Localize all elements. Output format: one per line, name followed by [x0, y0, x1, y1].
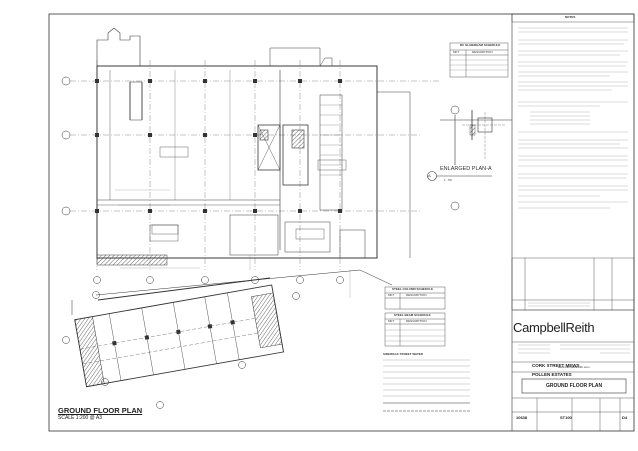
drawing-title: GROUND FLOOR PLAN	[546, 383, 603, 389]
revision: D4	[622, 415, 628, 420]
sheet-border	[48, 13, 635, 432]
steel-beam-col-mark: MKT	[388, 319, 395, 323]
enlarged-plan-marker-label: A	[428, 173, 431, 178]
steel-column-schedule-table	[384, 286, 446, 310]
enlarged-plan-detail	[440, 110, 512, 165]
steel-column-col-description: DESCRIPTION	[406, 293, 427, 297]
street-notes-lines	[383, 359, 470, 412]
steel-beam-col-description: DESCRIPTION	[406, 319, 427, 323]
project-name: CORK STREET MEWS	[532, 363, 580, 368]
notes-title: NOTES	[565, 15, 576, 19]
floor-plan	[70, 27, 440, 298]
job-number: 10638	[516, 415, 528, 420]
company-logo: CampbellReith	[513, 320, 595, 335]
north-edge	[97, 277, 271, 301]
steel-beam-schedule-table	[384, 312, 446, 347]
client-name: POLLEN ESTATES	[532, 372, 572, 377]
steel-column-col-mark: MKT	[388, 293, 395, 297]
grid-bubbles	[61, 76, 460, 409]
enlarged-plan-scale: 1 : 50	[444, 178, 452, 182]
rc-slab-schedule-title: RC SLAB/BEAM SCHEDULE	[460, 43, 501, 47]
enlarged-plan-marker	[427, 171, 437, 181]
notes-column	[511, 13, 635, 431]
plan-scale: SCALE 1:200 @ A3	[58, 415, 102, 421]
street-notes-title: SIDEWALK STREET WATER	[383, 352, 423, 356]
rc-slab-schedule-table	[449, 42, 509, 78]
plan-title: GROUND FLOOR PLAN	[58, 406, 143, 415]
rc-slab-col-mark: MKT	[453, 50, 460, 54]
drawing-number: ST100	[560, 415, 572, 420]
rc-slab-col-description: DESCRIPTION	[472, 50, 493, 54]
site-boundary	[71, 269, 393, 315]
mews-block	[74, 284, 285, 388]
company-website: www.campbellreith.com	[558, 365, 590, 369]
enlarged-plan-title: ENLARGED PLAN-A	[440, 166, 492, 172]
steel-beam-schedule-title: STEEL BEAM SCHEDULE	[394, 313, 431, 317]
steel-column-schedule-title: STEEL COLUMN SCHEDULE	[392, 287, 433, 291]
